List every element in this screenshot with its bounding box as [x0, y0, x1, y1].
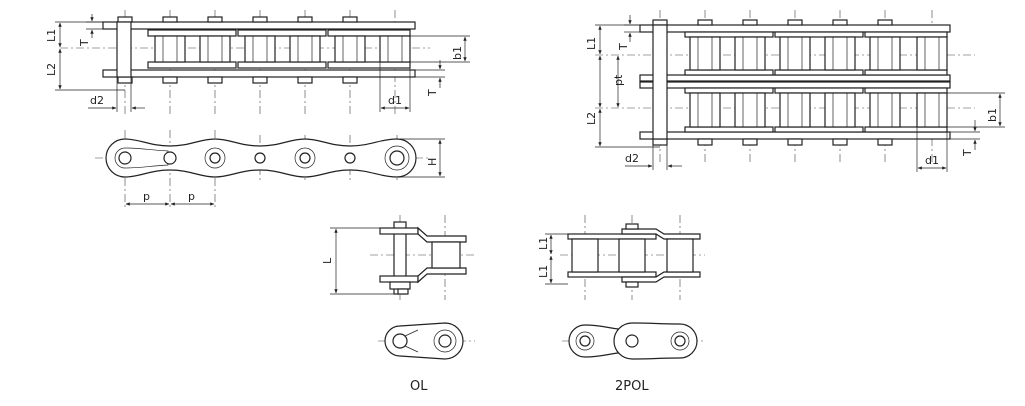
- 2pol-link-top-view: L1 L1: [537, 215, 705, 300]
- label-l-ol: L: [321, 257, 334, 264]
- simplex-chain-top-view: L1 L2 T b1 T d2 d1: [45, 10, 470, 115]
- label-d1-top: d1: [388, 94, 402, 107]
- label-d2-duplex: d2: [625, 152, 639, 165]
- label-b1: b1: [451, 46, 464, 60]
- label-p-1: p: [143, 190, 150, 203]
- label-l2: L2: [45, 63, 58, 76]
- label-t-top: T: [78, 39, 91, 47]
- label-l1-2pol-b: L1: [537, 265, 550, 278]
- label-t-duplex-bottom: T: [961, 149, 974, 157]
- caption-ol: OL: [410, 379, 428, 394]
- label-l1-2pol-a: L1: [537, 237, 550, 250]
- label-h: H: [426, 158, 439, 166]
- label-l1: L1: [45, 29, 58, 42]
- ol-link-top-view: L: [321, 215, 475, 300]
- label-pt: pt: [612, 74, 625, 86]
- label-d1-duplex: d1: [925, 154, 939, 167]
- label-t-bottom: T: [426, 89, 439, 97]
- caption-2pol: 2POL: [615, 379, 649, 394]
- duplex-chain-top-view: L1 pt L2 T b1 T d2 d1: [585, 10, 1005, 172]
- 2pol-link-side-view: 2POL: [562, 322, 705, 394]
- label-d2-top: d2: [90, 94, 104, 107]
- label-l1-duplex: L1: [585, 37, 598, 50]
- label-b1-duplex: b1: [986, 108, 999, 122]
- ol-link-side-view: OL: [378, 322, 475, 394]
- simplex-chain-side-view: H p p: [95, 130, 445, 208]
- label-p-2: p: [188, 190, 195, 203]
- label-t-duplex-top: T: [617, 43, 630, 51]
- label-l2-duplex: L2: [585, 112, 598, 125]
